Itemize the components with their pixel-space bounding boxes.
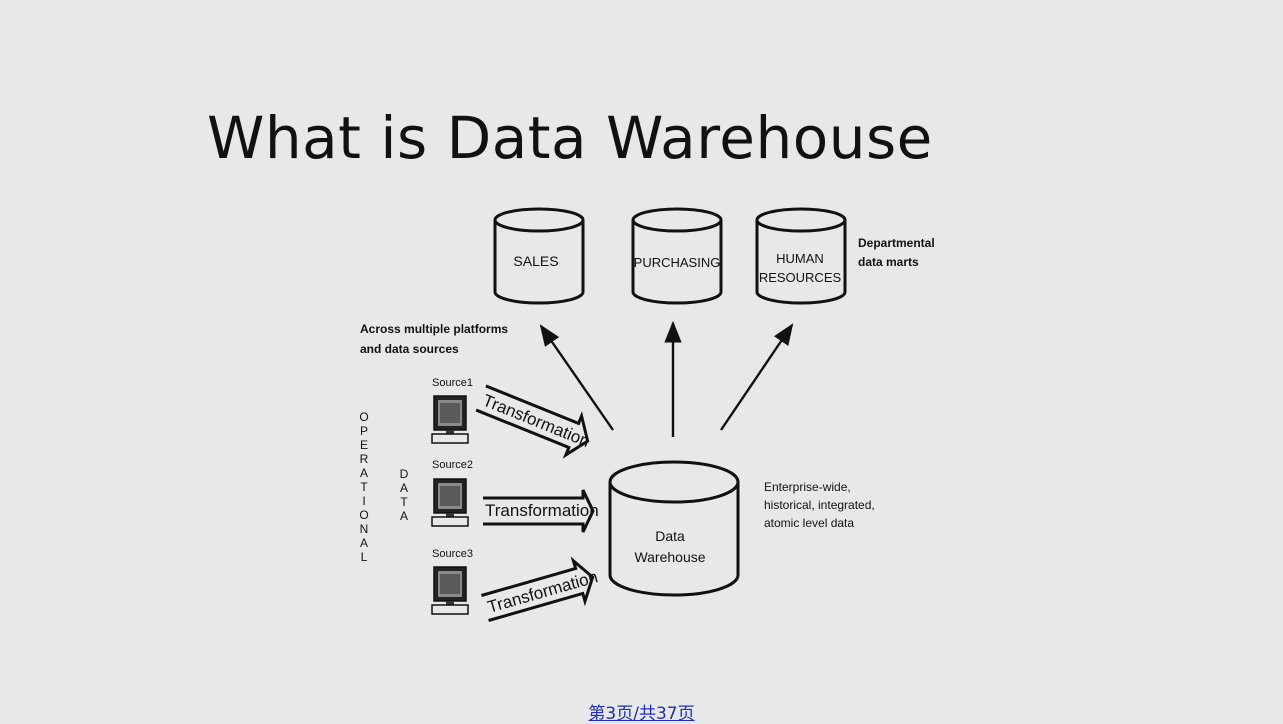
transformation-arrow-1: Transformation xyxy=(475,384,593,459)
data-mart-hr-label-line1: HUMAN xyxy=(776,251,824,266)
data-warehouse-cylinder: Data Warehouse xyxy=(608,460,740,597)
computer-icon xyxy=(431,478,469,527)
data-warehouse-label-line1: Data xyxy=(655,528,685,544)
data-mart-sales-label: SALES xyxy=(513,253,558,269)
vertical-letter: E xyxy=(360,438,368,452)
warehouse-note-line2: historical, integrated, xyxy=(764,498,875,512)
transformation-label-2: Transformation xyxy=(485,501,599,520)
vertical-letter: A xyxy=(360,536,368,550)
vertical-letter: A xyxy=(400,481,408,495)
sources-note-line1: Across multiple platforms xyxy=(360,322,508,336)
vertical-letter: N xyxy=(360,522,369,536)
vertical-letter: T xyxy=(400,495,408,509)
data-mart-hr-label-line2: RESOURCES xyxy=(759,270,842,285)
sources-note-line2: and data sources xyxy=(360,342,459,356)
data-mart-purchasing-label: PURCHASING xyxy=(634,255,721,270)
vertical-letter: O xyxy=(359,410,368,424)
vertical-letter: L xyxy=(361,550,368,564)
warehouse-note-line1: Enterprise-wide, xyxy=(764,480,851,494)
arrow-to-sales xyxy=(539,324,614,431)
data-marts-note-line1: Departmental xyxy=(858,236,935,250)
transformation-arrow-3: Transformation xyxy=(481,556,600,622)
vertical-letter: I xyxy=(362,494,365,508)
source2-label: Source2 xyxy=(432,459,473,471)
warehouse-note-line3: atomic level data xyxy=(764,516,854,530)
page-number-link[interactable]: 第3页/共37页 xyxy=(588,704,695,724)
data-mart-human-resources: HUMAN RESOURCES xyxy=(755,207,847,305)
source1-label: Source1 xyxy=(432,377,473,389)
computer-icon xyxy=(431,395,469,444)
vertical-letter: R xyxy=(360,452,369,466)
arrow-to-human-resources xyxy=(720,323,794,431)
source3-label: Source3 xyxy=(432,548,473,560)
transformation-arrow-2: Transformation xyxy=(483,489,599,533)
data-mart-purchasing: PURCHASING xyxy=(631,207,723,305)
data-mart-sales: SALES xyxy=(493,207,585,305)
data-warehouse-label-line2: Warehouse xyxy=(634,549,705,565)
vertical-letter: A xyxy=(360,466,368,480)
computer-icon xyxy=(431,566,469,615)
vertical-letter: T xyxy=(360,480,368,494)
vertical-letter: A xyxy=(400,509,408,523)
vertical-letter: D xyxy=(400,467,409,481)
vertical-letter: P xyxy=(360,424,368,438)
vertical-letter: O xyxy=(359,508,368,522)
data-marts-note-line2: data marts xyxy=(858,255,919,269)
slide-title: What is Data Warehouse xyxy=(207,104,933,172)
